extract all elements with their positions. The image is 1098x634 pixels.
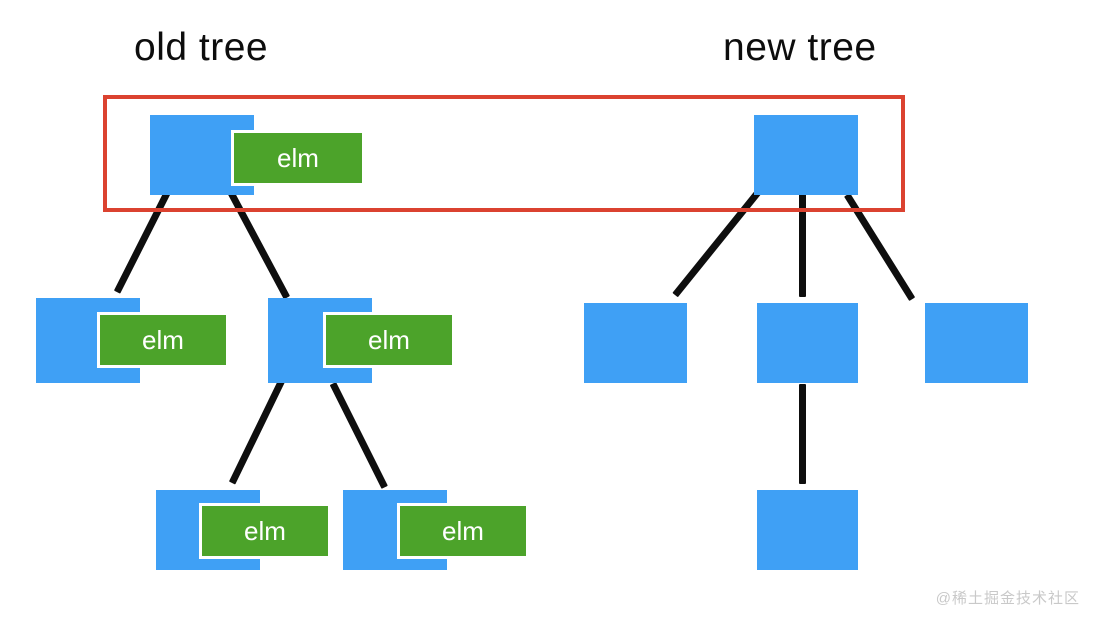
new-tree-title: new tree: [723, 26, 877, 69]
node-tag-label: elm: [234, 133, 362, 183]
tree-node[interactable]: [757, 303, 858, 383]
tree-node[interactable]: [925, 303, 1028, 383]
watermark: @稀土掘金技术社区: [935, 590, 1080, 607]
node-tag-label: elm: [400, 506, 526, 556]
tree-node[interactable]: [754, 115, 858, 195]
node-tag-label: elm: [202, 506, 328, 556]
old-tree-title: old tree: [134, 26, 269, 69]
node-tag-label: elm: [100, 315, 226, 365]
tree-node[interactable]: [757, 490, 858, 570]
highlight-region: [103, 95, 905, 212]
node-tag-label: elm: [326, 315, 452, 365]
tree-node[interactable]: [584, 303, 687, 383]
